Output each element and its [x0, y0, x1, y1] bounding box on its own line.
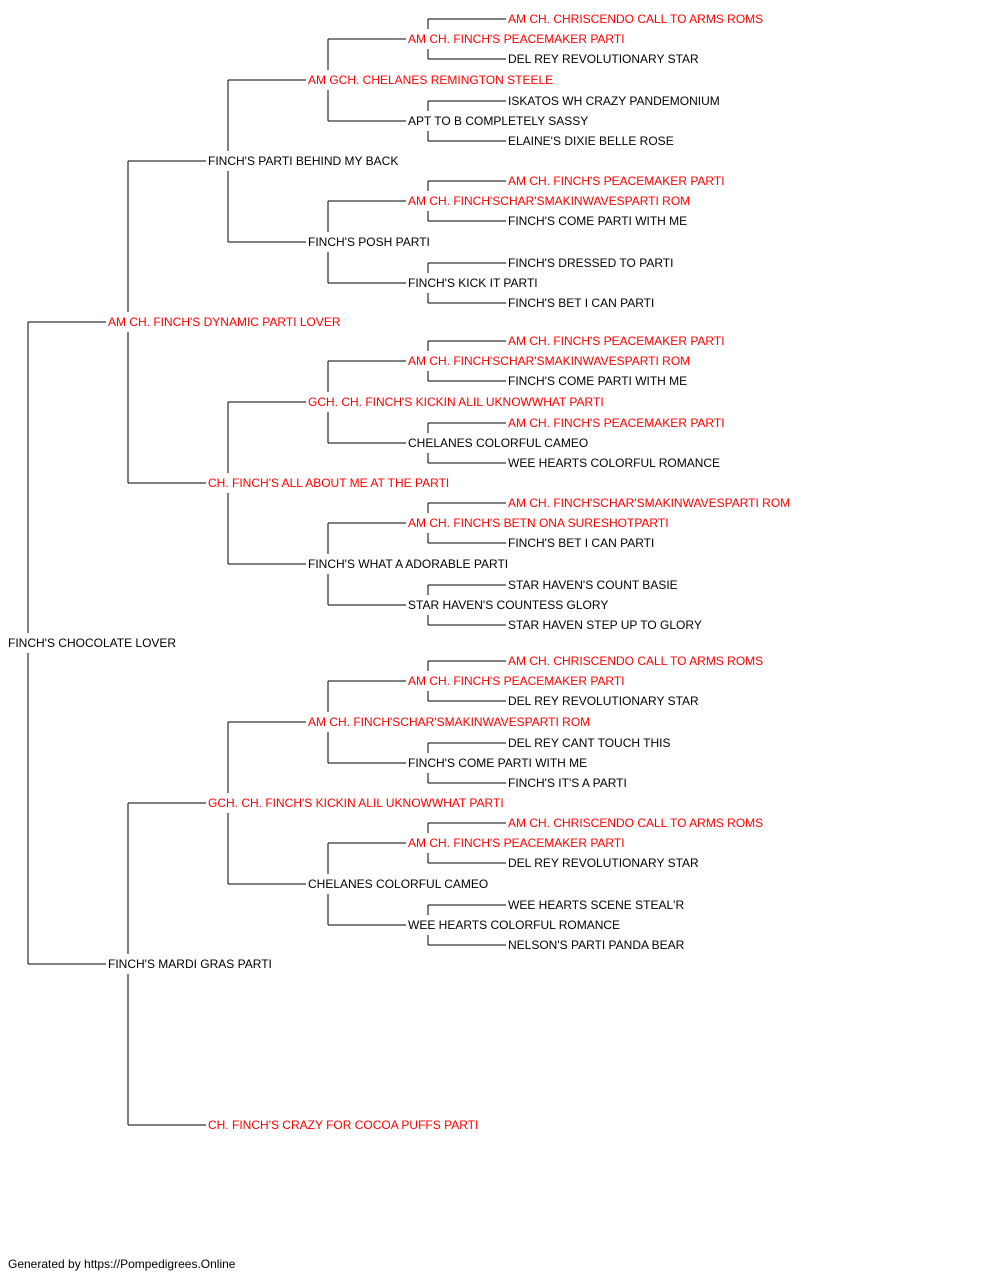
ancestor-pedigree-sire-sire-sire-dam: APT TO B COMPLETELY SASSY [408, 114, 589, 128]
ancestor-pedigree-sire-dam-dam-dam-sire: STAR HAVEN'S COUNT BASIE [508, 578, 678, 592]
ancestor-pedigree-dam-sire-dam-dam-dam: NELSON'S PARTI PANDA BEAR [508, 938, 685, 952]
ancestor-pedigree-sire-dam-sire-dam: CHELANES COLORFUL CAMEO [408, 436, 589, 450]
ancestor-pedigree-dam-sire-sire-dam-sire: DEL REY CANT TOUCH THIS [508, 736, 671, 750]
ancestor-pedigree-dam-sire: GCH. CH. FINCH'S KICKIN ALIL UKNOWWHAT P… [208, 796, 504, 810]
ancestor-pedigree-dam: FINCH'S MARDI GRAS PARTI [108, 957, 272, 971]
ancestor-pedigree-dam-sire-dam-sire-dam: DEL REY REVOLUTIONARY STAR [508, 856, 699, 870]
ancestor-pedigree-sire-sire-dam-sire-sire: AM CH. FINCH'S PEACEMAKER PARTI [508, 174, 725, 188]
ancestor-pedigree-sire-sire-sire-sire: AM CH. FINCH'S PEACEMAKER PARTI [408, 32, 625, 46]
footer-credit: Generated by https://Pompedigrees.Online [8, 1257, 236, 1271]
ancestor-pedigree-sire-sire-sire: AM GCH. CHELANES REMINGTON STEELE [308, 73, 554, 87]
ancestor-pedigree-sire: AM CH. FINCH'S DYNAMIC PARTI LOVER [108, 315, 341, 329]
ancestor-pedigree-sire-dam-sire-sire: AM CH. FINCH'SCHAR'SMAKINWAVESPARTI ROM [408, 354, 691, 368]
ancestor-pedigree-dam-sire-sire-sire-dam: DEL REY REVOLUTIONARY STAR [508, 694, 699, 708]
ancestor-pedigree-dam-dam: CH. FINCH'S CRAZY FOR COCOA PUFFS PARTI [208, 1118, 479, 1132]
ancestor-pedigree-sire-sire-dam-sire-dam: FINCH'S COME PARTI WITH ME [508, 214, 688, 228]
ancestor-pedigree-sire-sire-dam-dam-sire: FINCH'S DRESSED TO PARTI [508, 256, 674, 270]
ancestor-pedigree-sire-sire-dam-dam: FINCH'S KICK IT PARTI [408, 276, 538, 290]
ancestor-pedigree-sire-dam-dam: FINCH'S WHAT A ADORABLE PARTI [308, 557, 509, 571]
ancestor-pedigree-dam-sire-dam-dam: WEE HEARTS COLORFUL ROMANCE [408, 918, 621, 932]
ancestor-pedigree-sire-dam-dam-dam-dam: STAR HAVEN STEP UP TO GLORY [508, 618, 702, 632]
ancestor-pedigree-dam-sire-sire-sire: AM CH. FINCH'S PEACEMAKER PARTI [408, 674, 625, 688]
ancestor-pedigree-dam-sire-sire-dam-dam: FINCH'S IT'S A PARTI [508, 776, 627, 790]
ancestor-pedigree-sire-sire-dam: FINCH'S POSH PARTI [308, 235, 430, 249]
ancestor-pedigree-dam-sire-dam-sire-sire: AM CH. CHRISCENDO CALL TO ARMS ROMS [508, 816, 764, 830]
ancestor-pedigree-sire-dam: CH. FINCH'S ALL ABOUT ME AT THE PARTI [208, 476, 450, 490]
ancestor-pedigree-dam-sire-sire-dam: FINCH'S COME PARTI WITH ME [408, 756, 588, 770]
ancestor-pedigree-sire-dam-sire-sire-sire: AM CH. FINCH'S PEACEMAKER PARTI [508, 334, 725, 348]
ancestor-pedigree-sire-sire: FINCH'S PARTI BEHIND MY BACK [208, 154, 399, 168]
ancestor-pedigree-sire-dam-dam-sire-sire: AM CH. FINCH'SCHAR'SMAKINWAVESPARTI ROM [508, 496, 791, 510]
ancestor-pedigree-sire-sire-sire-sire-dam: DEL REY REVOLUTIONARY STAR [508, 52, 699, 66]
ancestor-pedigree-dam-sire-sire-sire-sire: AM CH. CHRISCENDO CALL TO ARMS ROMS [508, 654, 764, 668]
ancestor-pedigree-dam-sire-dam: CHELANES COLORFUL CAMEO [308, 877, 489, 891]
ancestor-pedigree-sire-dam-dam-dam: STAR HAVEN'S COUNTESS GLORY [408, 598, 609, 612]
ancestor-pedigree-dam-sire-dam-sire: AM CH. FINCH'S PEACEMAKER PARTI [408, 836, 625, 850]
ancestor-pedigree-sire-dam-sire-dam-sire: AM CH. FINCH'S PEACEMAKER PARTI [508, 416, 725, 430]
ancestor-pedigree-dam-sire-sire: AM CH. FINCH'SCHAR'SMAKINWAVESPARTI ROM [308, 715, 591, 729]
ancestor-pedigree-sire-sire-sire-dam-dam: ELAINE'S DIXIE BELLE ROSE [508, 134, 674, 148]
ancestor-pedigree-sire-dam-sire: GCH. CH. FINCH'S KICKIN ALIL UKNOWWHAT P… [308, 395, 604, 409]
ancestor-pedigree-sire-sire-sire-dam-sire: ISKATOS WH CRAZY PANDEMONIUM [508, 94, 720, 108]
ancestor-pedigree-dam-sire-dam-dam-sire: WEE HEARTS SCENE STEAL'R [508, 898, 685, 912]
ancestor-pedigree-sire-dam-dam-sire-dam: FINCH'S BET I CAN PARTI [508, 536, 655, 550]
subject-name: FINCH'S CHOCOLATE LOVER [8, 636, 177, 650]
ancestor-pedigree-sire-dam-sire-sire-dam: FINCH'S COME PARTI WITH ME [508, 374, 688, 388]
ancestor-pedigree-sire-dam-sire-dam-dam: WEE HEARTS COLORFUL ROMANCE [508, 456, 721, 470]
ancestor-pedigree-sire-sire-dam-dam-dam: FINCH'S BET I CAN PARTI [508, 296, 655, 310]
ancestor-pedigree-sire-sire-dam-sire: AM CH. FINCH'SCHAR'SMAKINWAVESPARTI ROM [408, 194, 691, 208]
ancestor-pedigree-sire-sire-sire-sire-sire: AM CH. CHRISCENDO CALL TO ARMS ROMS [508, 12, 764, 26]
ancestor-pedigree-sire-dam-dam-sire: AM CH. FINCH'S BETN ONA SURESHOTPARTI [408, 516, 669, 530]
